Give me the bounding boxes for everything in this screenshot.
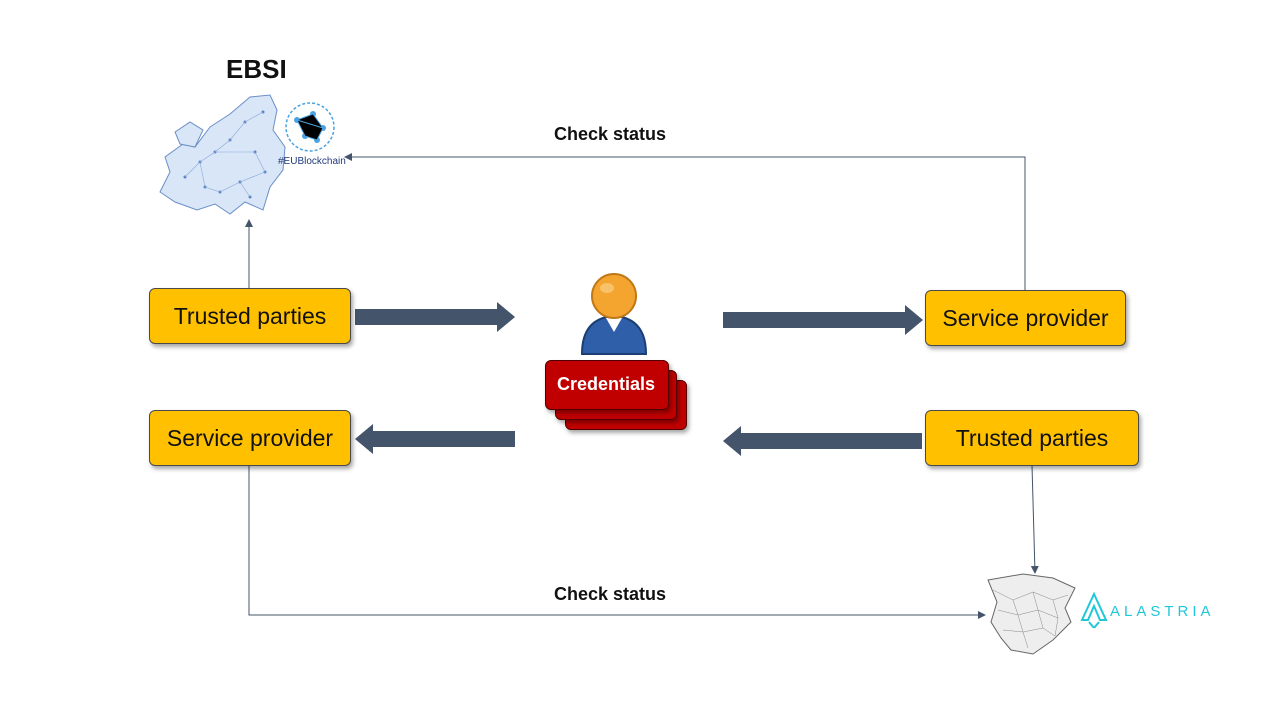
alastria-logo-icon	[1080, 592, 1108, 628]
eu-hashtag: #EUBlockchain	[278, 156, 346, 167]
block-arrow-right-top-right	[723, 305, 923, 335]
top-check-line	[344, 153, 1026, 290]
credentials-label: Credentials	[556, 373, 656, 394]
check-status-bottom-label: Check status	[554, 584, 667, 604]
bottom-check-line	[248, 465, 986, 619]
spain-map-icon	[987, 573, 1076, 655]
eu-map-icon	[159, 94, 335, 215]
trusted-parties-left-box: Trusted parties	[149, 288, 351, 344]
user-icon	[580, 273, 648, 355]
service-provider-left-box: Service provider	[149, 410, 351, 466]
trusted-parties-right-box: Trusted parties	[925, 410, 1139, 466]
check-status-top-label: Check status	[554, 124, 667, 144]
service-provider-right-box: Service provider	[925, 290, 1126, 346]
block-arrow-right-top-left	[355, 302, 515, 332]
block-arrow-left-bottom-right	[723, 426, 922, 456]
alastria-label: ALASTRIA	[1110, 603, 1215, 620]
block-arrow-left-bottom-left	[355, 424, 515, 454]
credential-card-front	[545, 360, 669, 410]
right-down-line	[1030, 464, 1039, 574]
ebsi-title: EBSI	[226, 54, 287, 84]
